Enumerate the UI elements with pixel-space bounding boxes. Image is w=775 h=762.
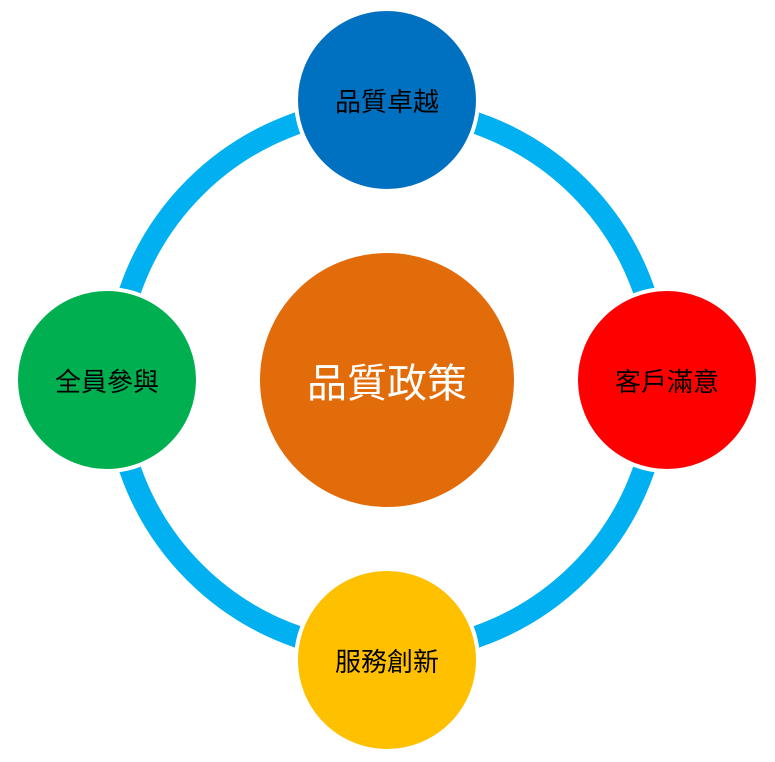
node-quality-excellence: 品質卓越 bbox=[294, 7, 480, 193]
node-label: 全員參與 bbox=[54, 367, 159, 398]
center-label: 品質政策 bbox=[307, 361, 467, 407]
center-node-quality-policy: 品質政策 bbox=[256, 249, 518, 511]
node-customer-satisfaction: 客戶滿意 bbox=[574, 287, 760, 473]
node-service-innovation: 服務創新 bbox=[294, 567, 480, 753]
node-label: 品質卓越 bbox=[334, 87, 439, 118]
node-label: 服務創新 bbox=[334, 647, 439, 678]
node-full-participation: 全員參與 bbox=[14, 287, 200, 473]
node-label: 客戶滿意 bbox=[614, 367, 719, 398]
